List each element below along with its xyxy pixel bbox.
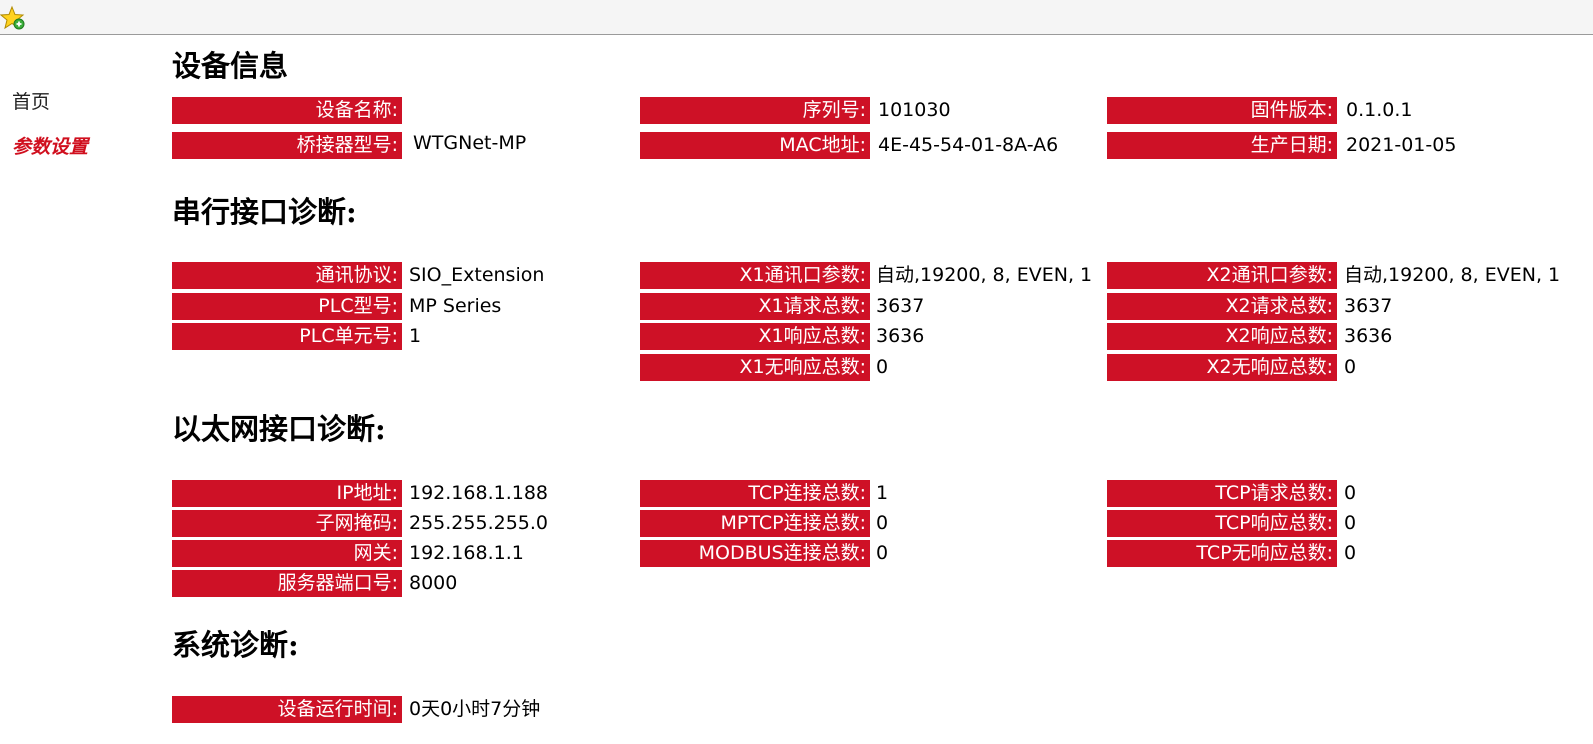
x2-response-value: 3636	[1344, 325, 1393, 347]
modbus-connections-value: 0	[876, 542, 889, 564]
bridge-model-value: WTGNet-MP	[413, 132, 527, 154]
tcp-noresponse-value: 0	[1344, 542, 1357, 564]
plc-unit-label: PLC单元号:	[172, 323, 402, 350]
protocol-value: SIO_Extension	[409, 264, 545, 286]
gateway-value: 192.168.1.1	[409, 542, 524, 564]
protocol-label: 通讯协议:	[172, 262, 402, 289]
uptime-value: 0天0小时7分钟	[409, 698, 541, 720]
mac-address-value: 4E-45-54-01-8A-A6	[878, 134, 1059, 156]
ip-address-value: 192.168.1.188	[409, 482, 549, 504]
x1-param-value: 自动,19200, 8, EVEN, 1	[876, 264, 1093, 286]
bridge-model-label: 桥接器型号:	[172, 132, 402, 159]
x1-param-label: X1通讯口参数:	[640, 262, 870, 289]
mptcp-connections-value: 0	[876, 512, 889, 534]
server-port-label: 服务器端口号:	[172, 570, 402, 597]
mptcp-connections-label: MPTCP连接总数:	[640, 510, 870, 537]
nav-home-link[interactable]: 首页	[12, 91, 51, 113]
tcp-requests-label: TCP请求总数:	[1107, 480, 1337, 507]
uptime-label: 设备运行时间:	[172, 696, 402, 723]
firmware-version-value: 0.1.0.1	[1346, 99, 1413, 121]
x2-request-value: 3637	[1344, 295, 1393, 317]
x1-response-label: X1响应总数:	[640, 323, 870, 350]
tcp-noresponse-label: TCP无响应总数:	[1107, 540, 1337, 567]
x2-response-label: X2响应总数:	[1107, 323, 1337, 350]
x2-param-value: 自动,19200, 8, EVEN, 1	[1344, 264, 1561, 286]
x2-param-label: X2通讯口参数:	[1107, 262, 1337, 289]
browser-toolbar	[0, 0, 1593, 35]
device-name-label: 设备名称:	[172, 97, 402, 124]
tcp-responses-label: TCP响应总数:	[1107, 510, 1337, 537]
gateway-label: 网关:	[172, 540, 402, 567]
tcp-connections-value: 1	[876, 482, 889, 504]
star-icon[interactable]	[0, 5, 26, 31]
ip-address-label: IP地址:	[172, 480, 402, 507]
subnet-mask-label: 子网掩码:	[172, 510, 402, 537]
x2-request-label: X2请求总数:	[1107, 293, 1337, 320]
tcp-requests-value: 0	[1344, 482, 1357, 504]
firmware-version-label: 固件版本:	[1107, 97, 1337, 124]
system-diag-heading: 系统诊断:	[172, 628, 299, 662]
x1-noresponse-label: X1无响应总数:	[640, 354, 870, 381]
nav-settings-link[interactable]: 参数设置	[12, 136, 89, 158]
server-port-value: 8000	[409, 572, 458, 594]
plc-unit-value: 1	[409, 325, 422, 347]
plc-type-label: PLC型号:	[172, 293, 402, 320]
x2-noresponse-value: 0	[1344, 356, 1357, 378]
serial-number-value: 101030	[878, 99, 951, 121]
tcp-responses-value: 0	[1344, 512, 1357, 534]
x1-noresponse-value: 0	[876, 356, 889, 378]
side-nav: 首页 参数设置	[12, 90, 88, 180]
serial-number-label: 序列号:	[640, 97, 870, 124]
x1-request-value: 3637	[876, 295, 925, 317]
production-date-label: 生产日期:	[1107, 132, 1337, 159]
x2-noresponse-label: X2无响应总数:	[1107, 354, 1337, 381]
serial-diag-heading: 串行接口诊断:	[172, 195, 357, 229]
x1-request-label: X1请求总数:	[640, 293, 870, 320]
modbus-connections-label: MODBUS连接总数:	[640, 540, 870, 567]
plc-type-value: MP Series	[409, 295, 502, 317]
ethernet-diag-heading: 以太网接口诊断:	[172, 412, 386, 446]
tcp-connections-label: TCP连接总数:	[640, 480, 870, 507]
x1-response-value: 3636	[876, 325, 925, 347]
device-info-heading: 设备信息	[172, 49, 289, 83]
subnet-mask-value: 255.255.255.0	[409, 512, 549, 534]
production-date-value: 2021-01-05	[1346, 134, 1457, 156]
mac-address-label: MAC地址:	[640, 132, 870, 159]
